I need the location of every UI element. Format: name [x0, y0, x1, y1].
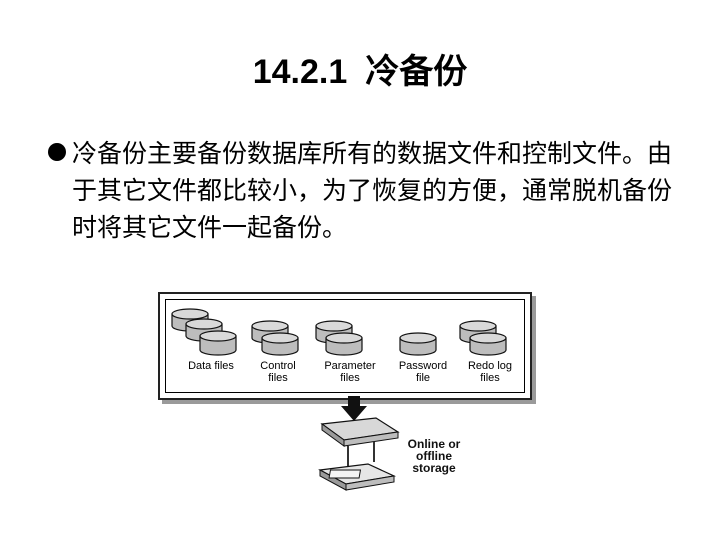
storage-device-icon [318, 417, 400, 491]
section-number: 14.2.1 [252, 53, 348, 91]
bullet-dot-icon [48, 143, 66, 161]
storage-label: Online or offline storage [407, 437, 461, 475]
bullet-item: 冷备份主要备份数据库所有的数据文件和控制文件。由于其它文件都比较小，为了恢复的方… [48, 135, 688, 246]
file-label: Password file [398, 360, 448, 384]
section-title: 冷备份 [365, 52, 468, 92]
slide-title: 14.2.1 冷备份 [0, 44, 720, 93]
redo-log-files-icon [459, 320, 507, 356]
file-label: Control files [260, 360, 296, 384]
parameter-files-icon [315, 320, 363, 356]
file-label: Parameter files [324, 360, 376, 384]
down-arrow-icon [341, 396, 367, 421]
control-files-icon [251, 320, 299, 356]
file-label: Data files [188, 360, 234, 372]
file-label: Redo log files [467, 360, 513, 384]
bullet-text: 冷备份主要备份数据库所有的数据文件和控制文件。由于其它文件都比较小，为了恢复的方… [72, 139, 673, 242]
password-file-icon [399, 332, 437, 356]
data-files-icon [171, 308, 237, 356]
